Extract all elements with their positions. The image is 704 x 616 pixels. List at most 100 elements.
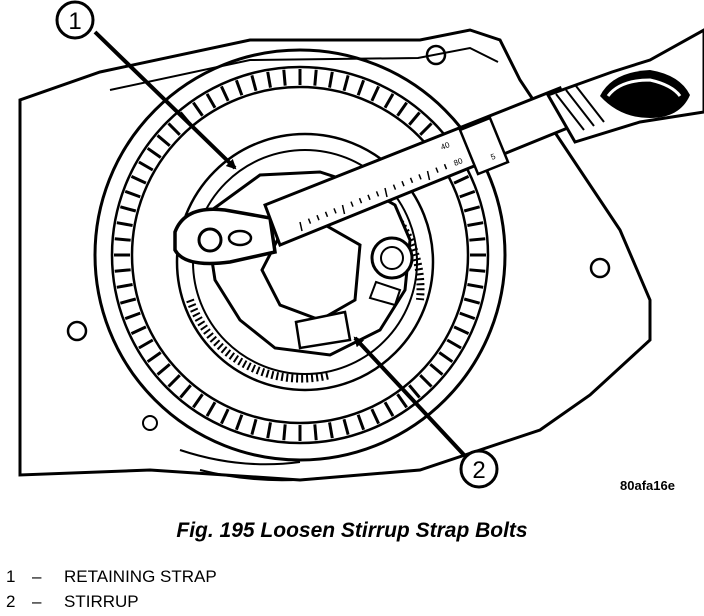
gear-tooth — [124, 189, 141, 199]
gear-tooth — [192, 393, 204, 409]
gear-tooth — [116, 221, 133, 227]
legend-dash: – — [32, 592, 42, 611]
housing-bolt-hole — [142, 415, 158, 431]
stirrup-bar — [294, 310, 352, 350]
gear-tooth — [342, 74, 350, 92]
gear-tooth — [459, 311, 476, 321]
wrench-tick — [401, 180, 405, 187]
wrench-scale-mark: 5 — [489, 152, 497, 162]
inner-ring — [175, 132, 435, 392]
figure-caption: Fig. 195 Loosen Stirrup Strap Bolts — [176, 519, 528, 542]
gear-tooth — [119, 297, 137, 305]
wrench-tick — [418, 174, 422, 180]
wrench-tick — [316, 214, 320, 221]
gear-tooth — [146, 351, 162, 363]
housing-lower-detail — [179, 449, 321, 482]
housing-outline — [18, 28, 652, 482]
legend-number: 2 — [6, 592, 16, 611]
wrench-tick — [307, 218, 312, 224]
wrench-tick — [333, 208, 337, 214]
gear-tooth — [250, 74, 258, 92]
gear-tooth — [467, 283, 484, 289]
band-hatched — [377, 196, 425, 301]
legend: 1–RETAINING STRAP 2–STIRRUP — [6, 564, 217, 614]
gear-tooth — [167, 374, 181, 388]
gear-tooth — [370, 408, 380, 425]
gear-tooth — [250, 418, 258, 436]
wrench-tick — [443, 163, 448, 170]
gear-tooth — [463, 297, 481, 305]
gear-tooth — [124, 311, 141, 321]
housing-bolt-hole — [425, 44, 447, 66]
gear-tooth — [408, 384, 421, 399]
callout-1: 1 — [55, 0, 237, 170]
legend-label: RETAINING STRAP — [64, 567, 217, 586]
gear-tooth — [453, 175, 470, 185]
gear-tooth — [469, 268, 486, 273]
wrench-tick — [358, 197, 363, 204]
gear-tooth — [467, 221, 484, 227]
wrench-scale-mark: 80 — [452, 156, 464, 168]
legend-item: 1–RETAINING STRAP — [6, 564, 217, 589]
gear-tooth — [138, 338, 154, 350]
gear-tooth — [266, 71, 272, 88]
legend-item: 2– STIRRUP — [6, 589, 217, 614]
callout-number: 2 — [472, 457, 485, 484]
gear-tooth — [234, 414, 244, 431]
gear-tooth — [282, 69, 287, 86]
gear-tooth — [192, 101, 204, 117]
gear-tooth — [167, 122, 181, 136]
gear-tooth — [220, 85, 230, 102]
gear-tooth — [469, 237, 486, 242]
wrench-tick — [350, 201, 354, 207]
callout-2: 2 — [353, 336, 499, 489]
legend-label: STIRRUP — [64, 592, 139, 611]
gear-tooth — [383, 401, 395, 417]
wrench-scale-mark: 40 — [439, 140, 451, 152]
gear-tooth — [356, 79, 366, 96]
gear-tooth — [179, 384, 192, 399]
gear-tooth — [114, 268, 131, 273]
gear-tooth — [419, 374, 433, 388]
figure-reference-code: 80afa16e — [620, 478, 675, 493]
gear-tooth — [282, 424, 287, 441]
gear-tooth — [459, 189, 476, 199]
gear-tooth — [383, 93, 395, 109]
gear-tooth — [266, 422, 272, 439]
wrench-tick — [409, 177, 414, 184]
stirrup — [260, 223, 362, 322]
gear-tooth — [438, 351, 454, 363]
housing-bolt-hole — [66, 320, 88, 342]
gear-tooth — [138, 160, 154, 172]
gear-tooth — [453, 325, 470, 335]
gear-tooth — [356, 414, 366, 431]
wrench-tick — [392, 184, 397, 190]
gear-tooth — [130, 175, 147, 185]
gear-tooth — [396, 101, 408, 117]
gear-tooth — [205, 401, 217, 417]
gear-tooth — [116, 283, 133, 289]
wrench-tick — [299, 221, 303, 232]
ratchet-head — [173, 207, 277, 266]
torque-wrench: 40 80 5 — [263, 28, 704, 247]
wrench-tick — [375, 191, 380, 197]
gear-tooth — [313, 69, 318, 86]
gear-tooth — [114, 237, 131, 242]
wrench-tick — [367, 194, 371, 201]
band-hatched — [186, 298, 331, 383]
gear-tooth — [130, 325, 147, 335]
legend-dash: – — [32, 567, 42, 586]
gear-tooth — [342, 418, 350, 436]
gear-tooth — [408, 111, 421, 126]
gear-tooth — [446, 338, 462, 350]
wrench-tick — [324, 211, 329, 218]
gear-tooth — [146, 147, 162, 159]
gear-tooth — [205, 93, 217, 109]
gear-tooth — [370, 85, 380, 102]
wrench-tick — [384, 187, 388, 198]
figure-illustration: 40 80 5 1 2 — [18, 0, 704, 489]
wrench-tick — [435, 167, 439, 173]
gear-tooth — [328, 71, 334, 88]
gear-tooth — [328, 422, 334, 439]
gear-tooth — [313, 424, 318, 441]
